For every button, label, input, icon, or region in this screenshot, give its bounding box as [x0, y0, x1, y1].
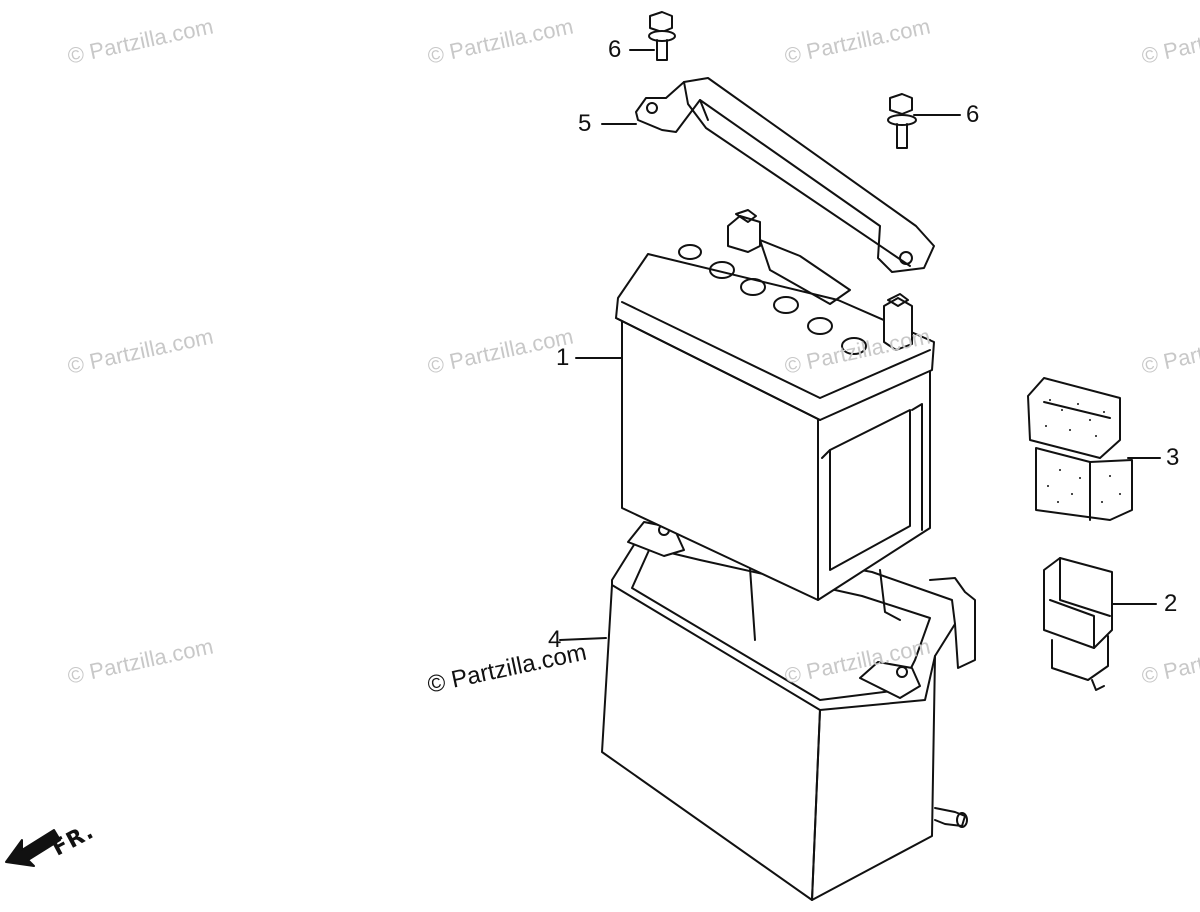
leader-lines [559, 49, 1161, 641]
callout-6-right: 6 [966, 101, 980, 128]
relay [1043, 557, 1113, 691]
battery [615, 209, 935, 601]
battery-strap [635, 77, 935, 273]
callout-1: 1 [556, 344, 570, 371]
bolt-right [887, 93, 917, 149]
battery-case [601, 519, 976, 901]
bolt-top [648, 11, 676, 61]
rubber-cover-texture [1045, 399, 1121, 503]
rubber-cover [1027, 377, 1133, 521]
callout-2: 2 [1164, 590, 1178, 617]
front-direction-arrow [5, 829, 61, 867]
callout-4: 4 [548, 626, 562, 653]
callout-3: 3 [1166, 444, 1180, 471]
callout-6-top: 6 [608, 36, 622, 63]
callout-5: 5 [578, 110, 592, 137]
